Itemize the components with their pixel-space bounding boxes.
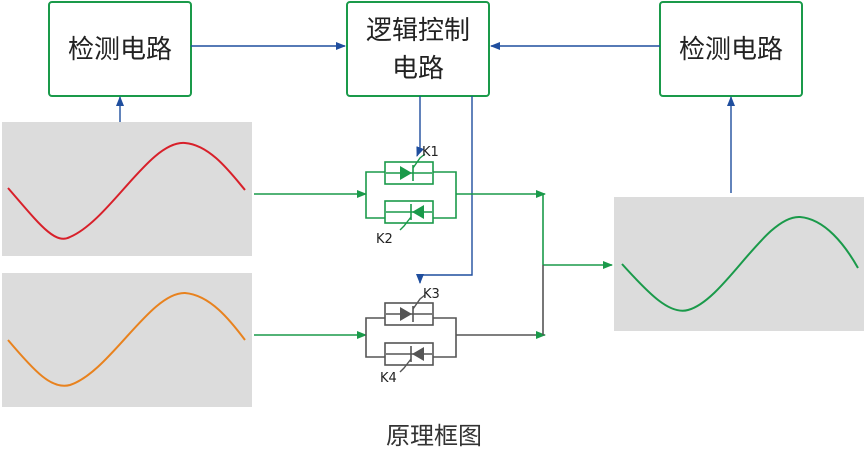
wave-input-2 (7, 291, 246, 387)
control-line-k1 (416, 96, 424, 157)
wave-input-1 (7, 141, 246, 240)
control-line-k3 (416, 96, 473, 284)
output-panel (614, 197, 864, 331)
label-k1: K1 (422, 145, 439, 160)
detect-right-label: 检测电路 (679, 35, 783, 65)
thyristor-k1-icon (400, 153, 426, 181)
logic-box (346, 1, 490, 97)
input-panel-1 (2, 122, 252, 256)
input-panel-2 (2, 273, 252, 407)
thyristor-k2-icon (399, 204, 424, 231)
wave-output (621, 215, 859, 312)
detect-left-label: 检测电路 (68, 35, 172, 65)
label-k4: K4 (380, 371, 397, 386)
label-k3: K3 (423, 287, 440, 302)
thyristor-k4-icon (399, 346, 424, 373)
diagram-caption: 原理框图 (386, 422, 482, 450)
logic-label-line2: 电路 (392, 54, 444, 84)
logic-label-line1: 逻辑控制 (366, 16, 470, 46)
label-k2: K2 (376, 232, 393, 247)
thyristor-k3-icon (400, 294, 426, 322)
